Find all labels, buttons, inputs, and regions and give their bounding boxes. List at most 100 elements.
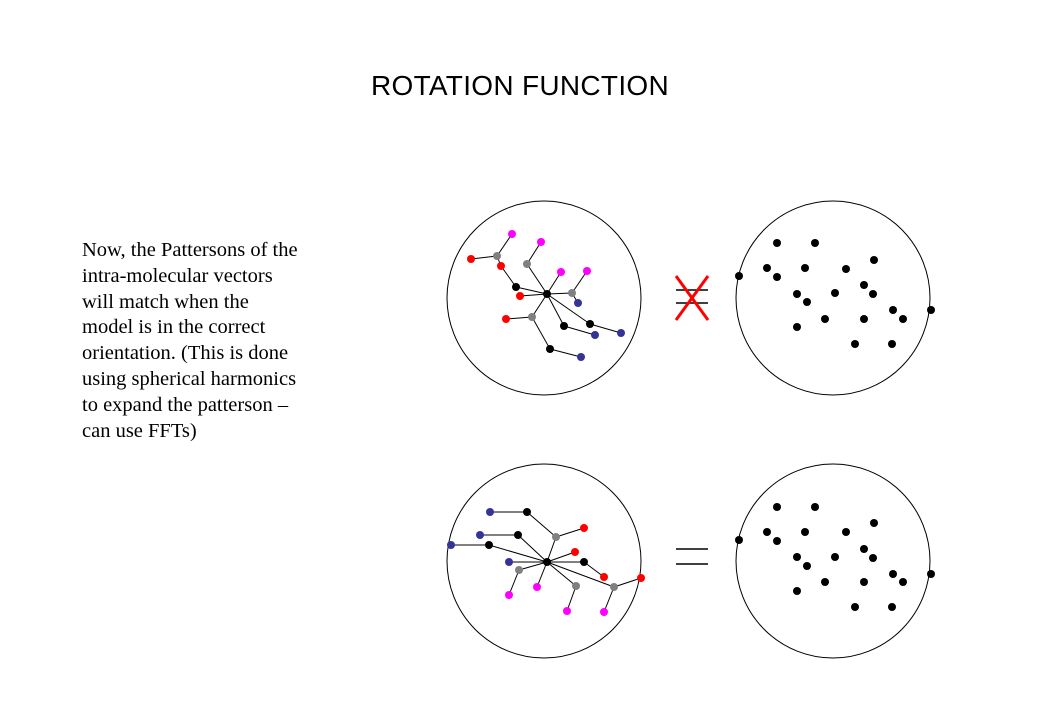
atom-dot (577, 353, 585, 361)
body-line: to expand the patterson – (82, 393, 289, 416)
peak-dot (773, 503, 781, 511)
peak-dot (899, 578, 907, 586)
peak-dot (851, 603, 859, 611)
slide-title: ROTATION FUNCTION (370, 70, 670, 101)
atom-dot (516, 292, 524, 300)
peak-dot (801, 264, 809, 272)
peak-dot (842, 265, 850, 273)
peak-dot (860, 315, 868, 323)
body-line: can use FFTs) (82, 419, 197, 442)
atom-dot (485, 541, 493, 549)
atom-dot (571, 548, 579, 556)
peak-dot (811, 503, 819, 511)
model-atoms-top (467, 230, 625, 361)
model-vectors-bottom (451, 511, 642, 613)
peak-dot (793, 323, 801, 331)
model-atoms-bottom (447, 508, 645, 616)
atom-dot (515, 566, 523, 574)
atom-dot (583, 267, 591, 275)
atom-dot (580, 524, 588, 532)
peak-dot (860, 578, 868, 586)
peak-dot (888, 340, 896, 348)
body-line: intra-molecular vectors (82, 264, 273, 287)
atom-dot (610, 583, 618, 591)
atom-dot (502, 315, 510, 323)
peak-dot (870, 519, 878, 527)
peak-dot (831, 553, 839, 561)
peak-dot (821, 578, 829, 586)
observed-patterson-circle-top (735, 200, 931, 396)
atom-dot (617, 329, 625, 337)
atom-dot (505, 558, 513, 566)
body-line: using spherical harmonics (82, 367, 297, 390)
peak-dot (888, 603, 896, 611)
peak-dot (869, 290, 877, 298)
atom-dot (528, 313, 536, 321)
peak-dot (763, 264, 771, 272)
atom-dot (560, 322, 568, 330)
atom-dot (543, 558, 551, 566)
atom-dot (557, 268, 565, 276)
peak-dot (831, 289, 839, 297)
peak-dot (889, 570, 897, 578)
peak-dot (773, 239, 781, 247)
peak-dot (851, 340, 859, 348)
peak-dot (821, 315, 829, 323)
peak-dot (927, 570, 935, 578)
atom-dot (447, 541, 455, 549)
peak-dot (793, 553, 801, 561)
peak-dot (773, 273, 781, 281)
atom-dot (546, 345, 554, 353)
peak-dot (869, 554, 877, 562)
equals-icon (676, 548, 708, 565)
body-line: orientation. (This is done (82, 342, 289, 365)
atom-dot (591, 331, 599, 339)
atom-dot (505, 591, 513, 599)
atom-dot (572, 582, 580, 590)
peak-dot (860, 545, 868, 553)
peak-dot (870, 256, 878, 264)
observed-peaks-bottom (735, 503, 935, 611)
atom-dot (568, 289, 576, 297)
peak-dot (803, 298, 811, 306)
atom-dot (563, 607, 571, 615)
atom-dot (497, 262, 505, 270)
atom-dot (533, 583, 541, 591)
atom-dot (512, 283, 520, 291)
peak-dot (842, 528, 850, 536)
peak-dot (793, 587, 801, 595)
observed-patterson-circle-bottom (735, 463, 931, 659)
atom-dot (637, 574, 645, 582)
not-equal-icon (674, 275, 710, 321)
atom-dot (600, 573, 608, 581)
peak-dot (773, 537, 781, 545)
peak-dot (735, 272, 743, 280)
atom-dot (543, 290, 551, 298)
peak-dot (860, 281, 868, 289)
model-patterson-circle-top (446, 200, 642, 396)
peak-dot (811, 239, 819, 247)
atom-dot (486, 508, 494, 516)
peak-dot (927, 306, 935, 314)
peak-dot (899, 315, 907, 323)
peak-dot (803, 562, 811, 570)
peak-dot (763, 528, 771, 536)
body-line: model is in the correct (82, 316, 266, 339)
atom-dot (600, 608, 608, 616)
atom-dot (493, 252, 501, 260)
atom-dot (586, 320, 594, 328)
peak-dot (793, 290, 801, 298)
atom-dot (580, 558, 588, 566)
atom-dot (523, 260, 531, 268)
observed-peaks-top (735, 239, 935, 348)
atom-dot (523, 508, 531, 516)
atom-dot (537, 238, 545, 246)
atom-dot (552, 533, 560, 541)
body-line: will match when the (82, 290, 249, 313)
atom-dot (574, 299, 582, 307)
peak-dot (735, 536, 743, 544)
atom-dot (476, 531, 484, 539)
atom-dot (467, 255, 475, 263)
body-paragraph: Now, the Pattersons of the intra-molecul… (82, 238, 372, 444)
